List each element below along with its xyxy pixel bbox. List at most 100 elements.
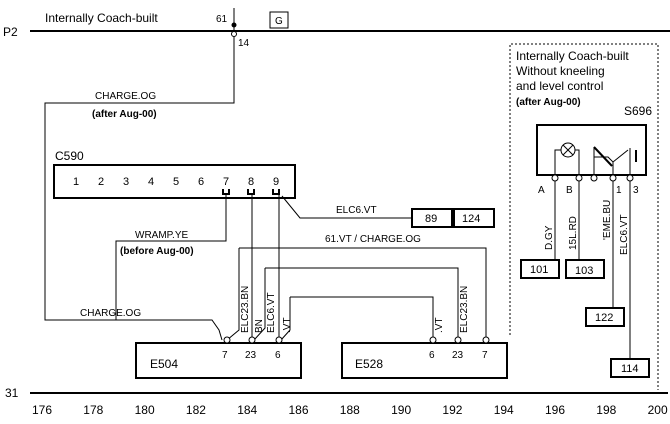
- c590-label: C590: [55, 149, 84, 163]
- grid-number-186: 186: [289, 403, 309, 417]
- c590-pin-7-label: 7: [223, 176, 229, 188]
- wire-61vt-charge-label: 61.VT / CHARGE.OG: [325, 234, 421, 245]
- s696-note-line-3: and level control: [516, 79, 603, 93]
- s696-note-line-2: Without kneeling: [516, 64, 605, 78]
- s696-pin-b: [575, 174, 583, 182]
- wire-wramp: [115, 195, 227, 300]
- wire-vt-1-label: .VT: [282, 317, 293, 333]
- s696-pin-1-label: 1: [616, 185, 622, 196]
- e528-pin-6-label: 6: [429, 350, 435, 361]
- c590-pin-8-terminal: [247, 189, 255, 195]
- wire-eme-bu-label: 'EME.BU: [602, 200, 613, 240]
- wire-bn-label: BN: [254, 319, 265, 333]
- ref-124-box: [453, 208, 495, 228]
- s696-pin-b-label: B: [566, 185, 573, 196]
- ref-89-box: [411, 208, 453, 228]
- wire-15l-rd-label: 15L.RD: [568, 216, 579, 250]
- e528-pin-23-label: 23: [452, 350, 464, 361]
- wire-elc23-bn-1-label: ELC23.BN: [240, 286, 251, 333]
- grid-number-180: 180: [135, 403, 155, 417]
- wire-elc23-bn-2: [265, 267, 459, 340]
- s696-pin-3: [626, 174, 634, 182]
- ref-122: 122: [595, 312, 613, 324]
- s696-label: S696: [624, 104, 652, 118]
- rail-p2-label: P2: [3, 25, 18, 39]
- s696-pin-a-label: A: [538, 185, 545, 196]
- grid-number-178: 178: [83, 403, 103, 417]
- c590-pin-9-terminal: [272, 189, 280, 195]
- s696-pin-unused: [590, 174, 598, 182]
- grid-number-196: 196: [545, 403, 565, 417]
- wire-d-gy-label: D.GY: [544, 225, 555, 250]
- wire-charge-og-bottom-label: CHARGE.OG: [80, 308, 141, 319]
- c590-pin-8-label: 8: [248, 176, 254, 188]
- e528-pin-6: [429, 336, 437, 344]
- e528-box: [341, 342, 508, 379]
- e528-label: E528: [355, 357, 383, 371]
- c590-pin-7-terminal: [222, 189, 230, 195]
- e504-pin-6: [275, 336, 283, 344]
- s696-pin-a: [551, 174, 559, 182]
- s696-pin-1: [609, 174, 617, 182]
- e504-pin-6-label: 6: [275, 350, 281, 361]
- wire-charge-og: [44, 37, 235, 341]
- grid-number-192: 192: [442, 403, 462, 417]
- e504-pin-23-label: 23: [245, 350, 257, 361]
- wire-vt-e528: [290, 296, 434, 340]
- splice-61-label: 61: [216, 14, 228, 25]
- rail-p2-note: Internally Coach-built: [45, 11, 158, 25]
- wire-before-aug-label: (before Aug-00): [120, 246, 194, 257]
- wire-bn: [253, 268, 266, 341]
- s696-lamp-icon: [554, 142, 580, 177]
- ref-101-box: [520, 259, 560, 279]
- c590-pin-2-label: 2: [98, 176, 104, 188]
- wire-vt-2-label: .VT: [434, 317, 445, 333]
- grid-number-176: 176: [32, 403, 52, 417]
- grid-number-182: 182: [186, 403, 206, 417]
- wire-elc23-bn-2-label: ELC23.BN: [459, 286, 470, 333]
- wire-elc6-vt-s-label: ELC6.VT: [619, 214, 630, 255]
- wire-elc6-vt-v-label: ELC6.VT: [266, 292, 277, 333]
- e504-label: E504: [150, 357, 178, 371]
- ref-103-box: [565, 259, 605, 279]
- wire-elc6-vt-label: ELC6.VT: [336, 205, 377, 216]
- c590-pin-9-label: 9: [273, 176, 279, 188]
- ref-114-box: [610, 358, 650, 378]
- s696-pin-3-label: 3: [633, 185, 639, 196]
- s696-note-bold: (after Aug-00): [516, 97, 581, 108]
- ref-101: 101: [530, 264, 548, 276]
- wire-elc6-vt: [281, 195, 412, 219]
- e504-pin-7: [223, 336, 231, 344]
- s696-note-line-1: Internally Coach-built: [516, 49, 629, 63]
- grid-number-200: 200: [648, 403, 668, 417]
- grid-number-190: 190: [391, 403, 411, 417]
- wire-wramp-label: WRAMP.YE: [135, 230, 188, 241]
- ground-tag-label: G: [275, 16, 283, 27]
- wire-61vt-charge: [239, 247, 487, 340]
- ref-114: 114: [621, 363, 639, 375]
- rail-31-label: 31: [5, 386, 19, 400]
- splice-14-label: 14: [238, 38, 250, 49]
- e504-pin-23: [248, 336, 256, 344]
- grid-number-194: 194: [494, 403, 514, 417]
- wire-charge-og-top-label: CHARGE.OG: [95, 91, 156, 102]
- wire-after-aug-label: (after Aug-00): [92, 109, 157, 120]
- e504-pin-7-label: 7: [222, 350, 228, 361]
- s696-note-frame: [509, 43, 659, 390]
- ref-124: 124: [462, 213, 480, 225]
- splice-61-dot: [231, 22, 237, 28]
- grid-number-184: 184: [237, 403, 257, 417]
- ground-tag-box: [269, 11, 289, 29]
- e528-pin-7-label: 7: [482, 350, 488, 361]
- wire-vt-e504: [280, 297, 291, 341]
- c590-pin-5-label: 5: [173, 176, 179, 188]
- c590-pin-4-label: 4: [148, 176, 154, 188]
- c590-pin-6-label: 6: [198, 176, 204, 188]
- splice-14-pin: [231, 31, 237, 37]
- wire-elc23-bn-1: [226, 248, 240, 341]
- e504-box: [135, 342, 302, 379]
- s696-switch-contact-icon: [593, 146, 637, 177]
